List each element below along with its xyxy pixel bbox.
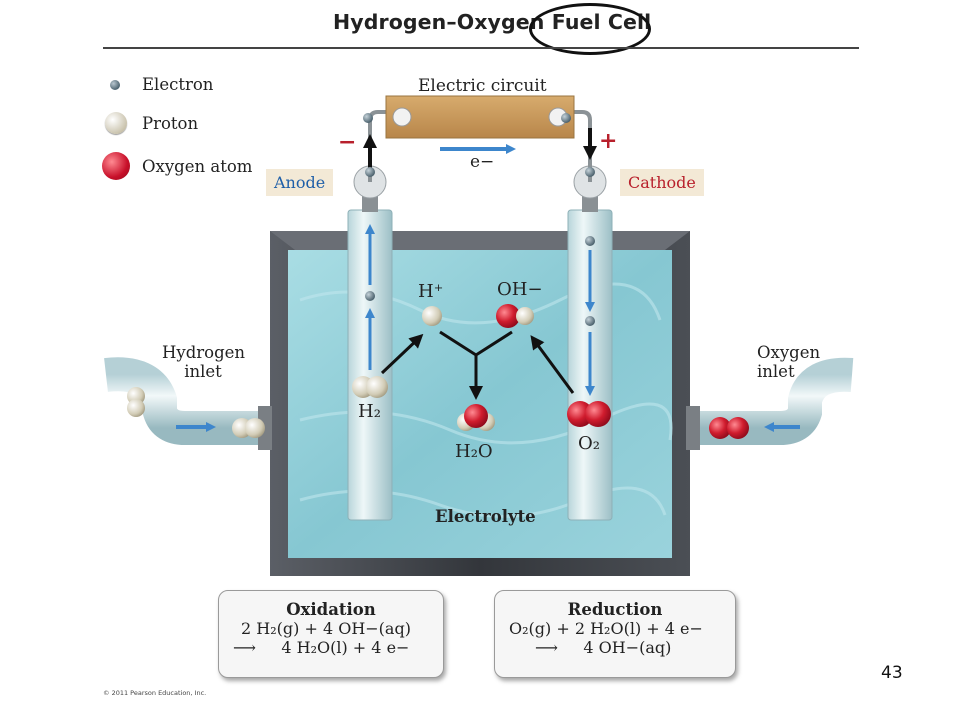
oxidation-equation-line2: ⟶ 4 H₂O(l) + 4 e− — [233, 638, 410, 657]
reduction-equation-line2: ⟶ 4 OH−(aq) — [535, 638, 672, 657]
electron-particle — [365, 291, 375, 301]
oxygen-inlet-label-line2: inlet — [757, 362, 795, 381]
annotation-circle — [529, 3, 651, 55]
negative-terminal-sign: − — [338, 129, 357, 155]
legend-electron-label: Electron — [142, 75, 214, 94]
oxidation-box: Oxidation 2 H₂(g) + 4 OH−(aq) ⟶ 4 H₂O(l)… — [218, 590, 444, 678]
legend-oxygen: Oxygen atom — [102, 152, 252, 180]
reduction-heading: Reduction — [567, 600, 663, 619]
electric-circuit-label: Electric circuit — [418, 76, 547, 96]
oxygen-atom-icon — [102, 152, 130, 180]
hydrogen-inlet-label: Hydrogen inlet — [162, 343, 246, 381]
page-number: 43 — [881, 663, 903, 683]
h2-label: H₂ — [358, 401, 381, 422]
legend-proton: Proton — [102, 112, 198, 134]
anode-label: Anode — [266, 169, 334, 196]
o2-label: O₂ — [578, 433, 600, 454]
cathode-label: Cathode — [620, 169, 704, 196]
legend-electron: Electron — [102, 75, 213, 94]
h-plus-ion — [422, 306, 442, 326]
h-plus-label: H⁺ — [418, 281, 444, 302]
legend-oxygen-label: Oxygen atom — [142, 156, 253, 176]
h2o-label: H₂O — [455, 441, 493, 462]
electron-icon — [110, 79, 120, 90]
hydrogen-inlet-label-line1: Hydrogen — [162, 343, 246, 362]
hydrogen-inlet-label-line2: inlet — [184, 362, 222, 381]
copyright-notice: © 2011 Pearson Education, Inc. — [103, 689, 207, 697]
reduction-equation-line1: O₂(g) + 2 H₂O(l) + 4 e− — [509, 619, 703, 638]
oxidation-heading: Oxidation — [286, 600, 376, 619]
positive-terminal-sign: + — [599, 128, 618, 154]
reduction-box: Reduction O₂(g) + 2 H₂O(l) + 4 e− ⟶ 4 OH… — [494, 590, 736, 678]
hydroxide-ion — [496, 304, 520, 328]
electron-flow-label: e− — [470, 152, 495, 172]
legend-proton-label: Proton — [142, 113, 199, 133]
oxygen-inlet-fitting — [686, 406, 700, 450]
o2-molecule — [567, 401, 593, 427]
oh-minus-label: OH− — [497, 279, 543, 300]
title-divider — [103, 47, 859, 49]
tank-rim — [270, 231, 690, 250]
proton-icon — [105, 112, 127, 134]
oxygen-inlet-label: Oxygen inlet — [757, 343, 827, 381]
reaction-arrow — [530, 335, 575, 394]
electron-particle — [585, 316, 595, 326]
oxidation-equation-line1: 2 H₂(g) + 4 OH−(aq) — [241, 619, 411, 638]
cathode-wire — [570, 110, 592, 182]
electric-circuit-board — [385, 95, 575, 139]
oxygen-inlet-label-line1: Oxygen — [757, 343, 821, 362]
electron-particle — [585, 236, 595, 246]
reaction-arrow — [380, 333, 424, 375]
electrolyte-label: Electrolyte — [435, 507, 536, 526]
